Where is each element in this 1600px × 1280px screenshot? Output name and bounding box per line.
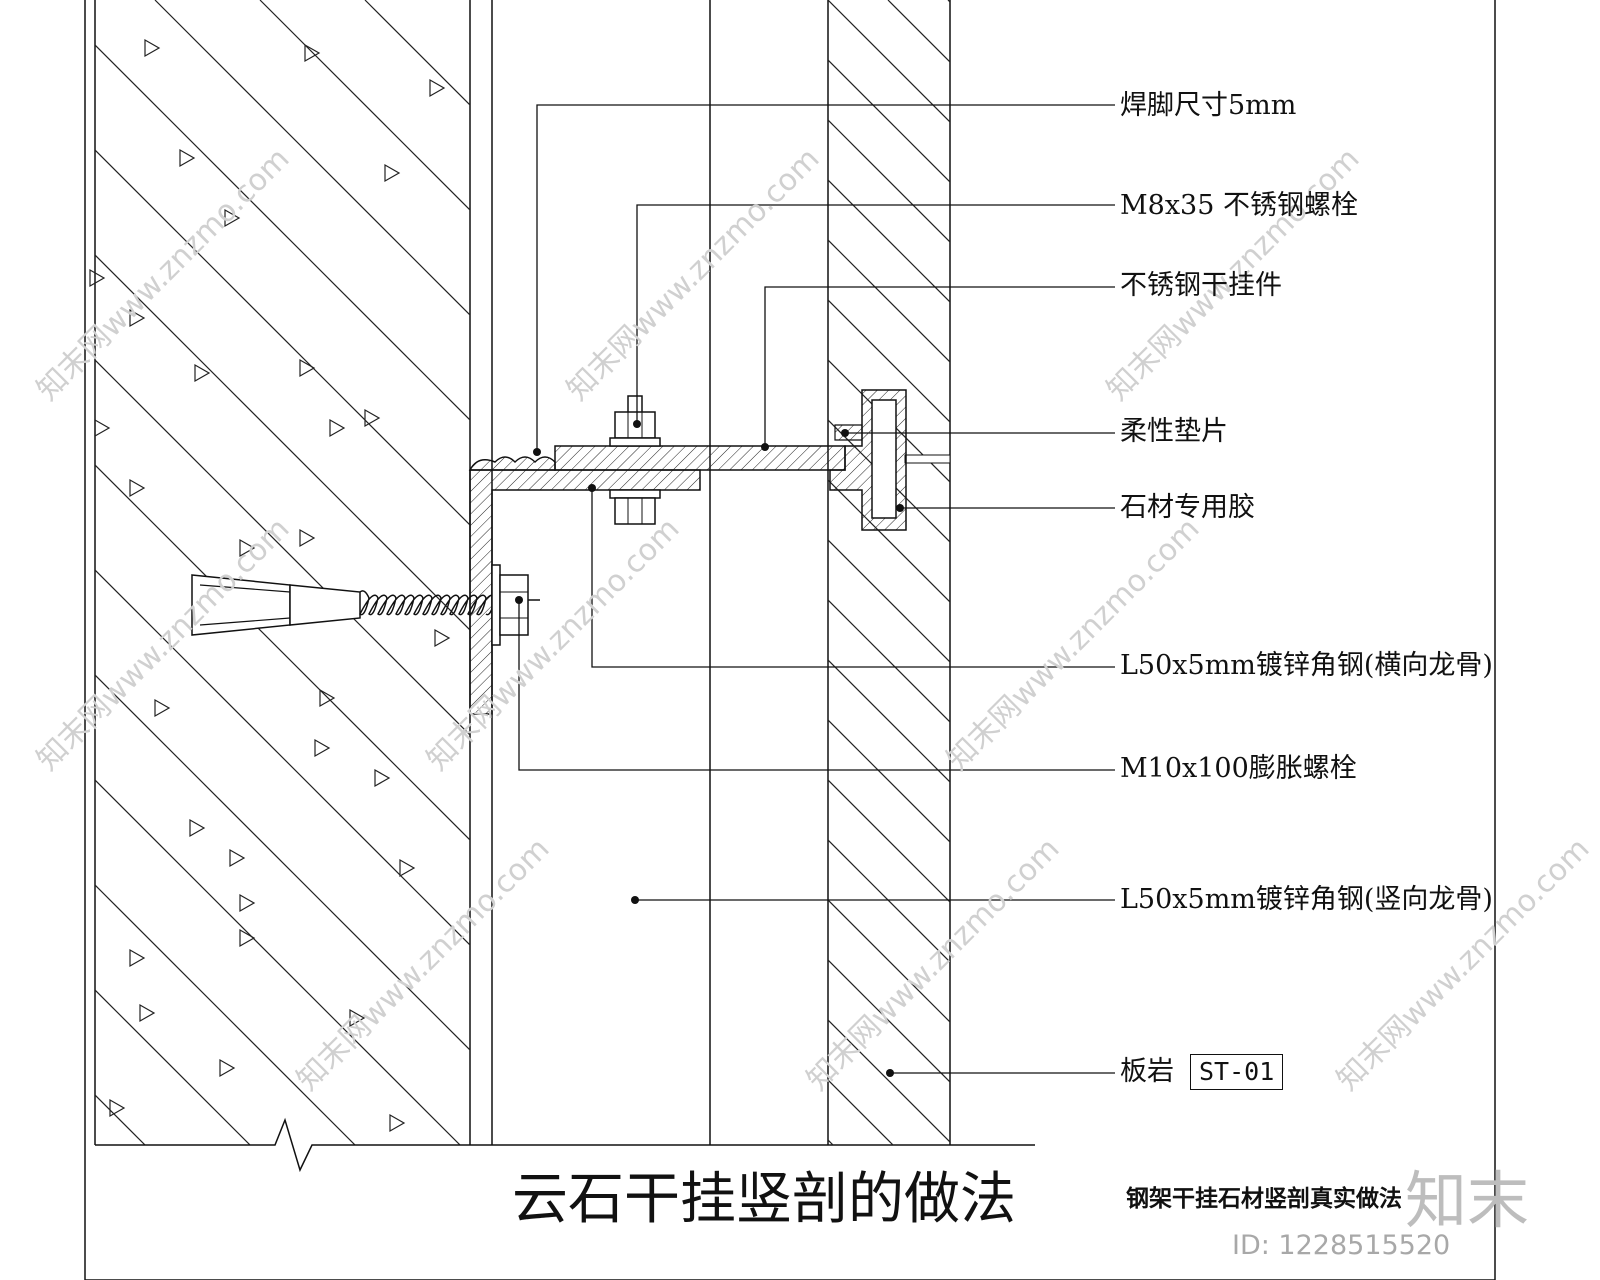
label-weld: 焊脚尺寸5mm [1120,90,1297,121]
stainless-hanger [554,445,846,471]
leader-lines [518,104,1115,1074]
label-angle-vertical: L50x5mm镀锌角钢(竖向龙骨) [1120,884,1493,915]
label-hanger: 不锈钢干挂件 [1120,270,1282,301]
slate-code-box: ST-01 [1190,1054,1284,1090]
brand-logo-watermark: 知末 [1405,1164,1530,1237]
label-slate: 板岩 [1120,1056,1174,1087]
leader-dots [515,420,904,1077]
stone-panel [827,0,951,1145]
label-m10-bolt: M10x100膨胀螺栓 [1120,753,1357,784]
label-angle-horizontal: L50x5mm镀锌角钢(横向龙骨) [1120,650,1493,681]
label-glue: 石材专用胶 [1120,492,1255,523]
hanger-clip [829,389,907,531]
drawing-subtitle: 钢架干挂石材竖剖真实做法 [1126,1186,1402,1212]
image-id-watermark: ID: 1228515520 [1232,1230,1451,1261]
drawing-title: 云石干挂竖剖的做法 [512,1167,1016,1232]
label-m8-bolt: M8x35 不锈钢螺栓 [1120,190,1358,221]
weld-bead [468,456,556,471]
break-line [95,1117,1035,1173]
m10-expansion-bolt [191,564,540,646]
label-pad: 柔性垫片 [1120,416,1228,447]
m8-bolt [609,395,661,525]
